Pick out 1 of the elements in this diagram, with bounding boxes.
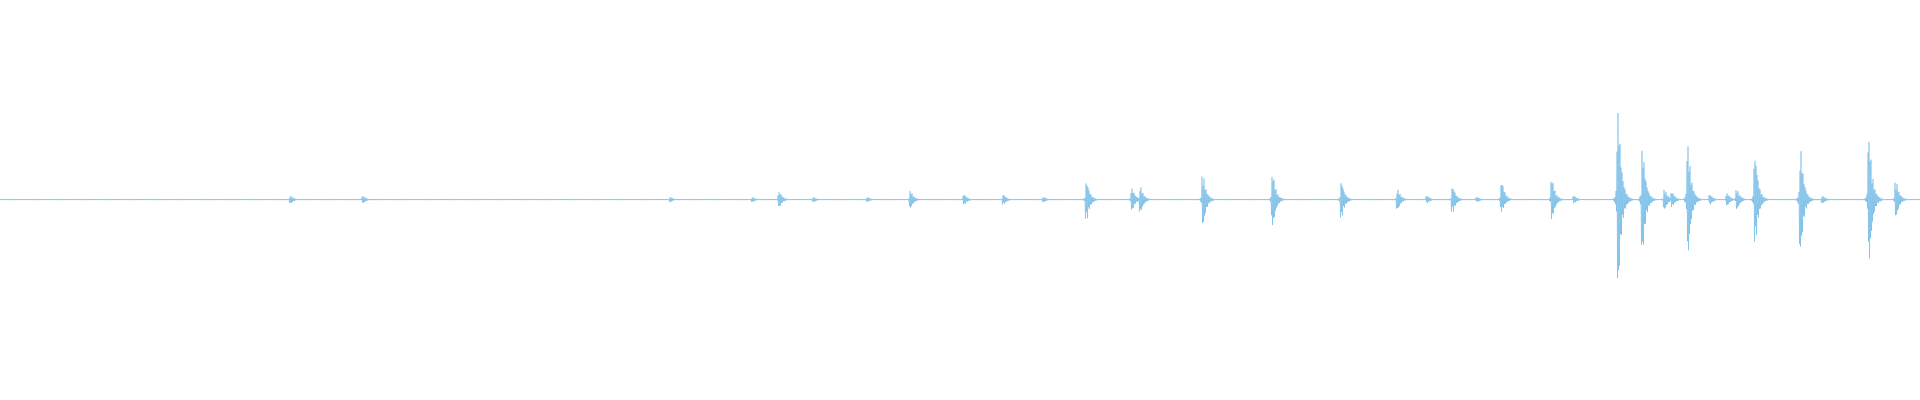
waveform-drawing [0,112,1920,279]
